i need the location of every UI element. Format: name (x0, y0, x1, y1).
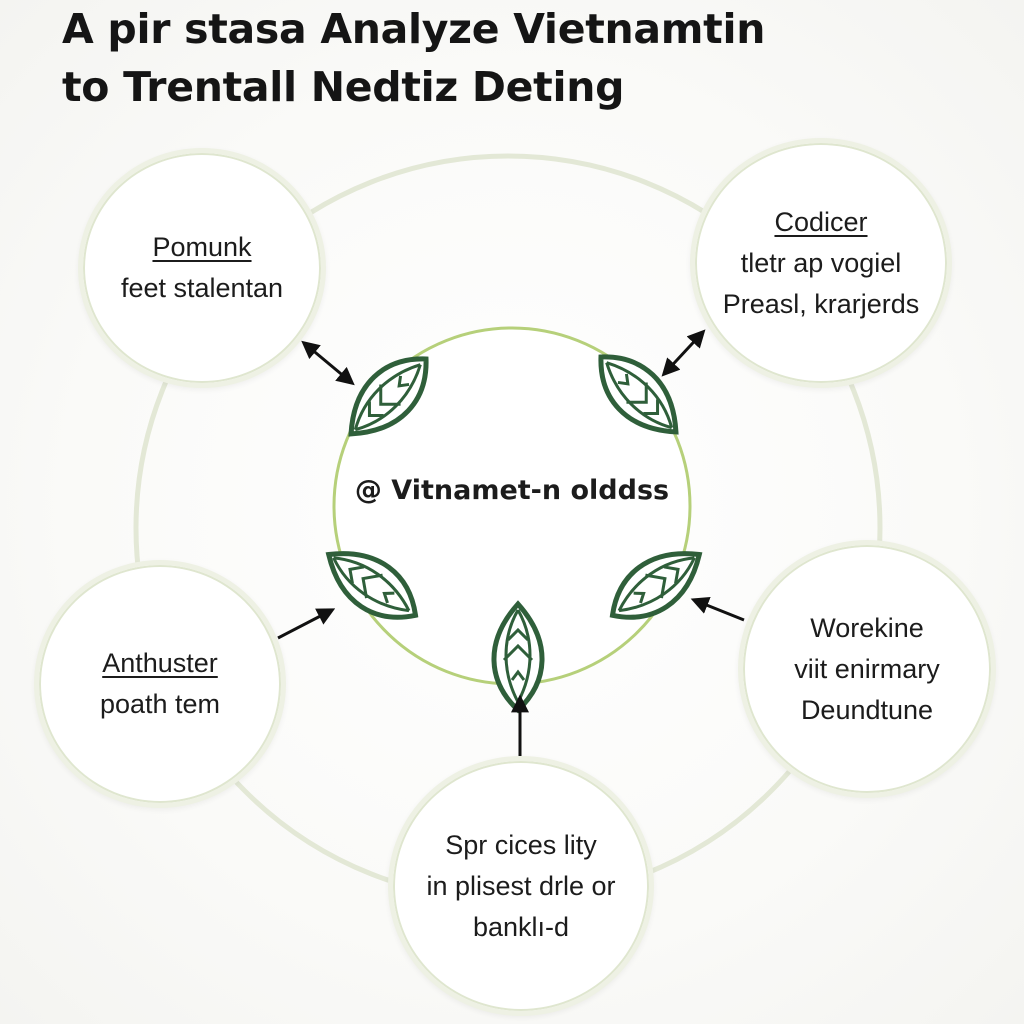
node-line: in plisest drle or (426, 870, 616, 901)
arrow-icon (690, 596, 745, 622)
node-heading: Codicer (774, 206, 868, 237)
node-line: poath tem (99, 689, 221, 719)
node-line: Deundtune (800, 694, 934, 725)
node-line: Spr cices lity (445, 829, 597, 860)
node-heading: Anthuster (102, 648, 218, 678)
node-line: Preasl, krarjerds (722, 288, 920, 319)
title-line-1: A pir stasa Analyze Vietnamtin (62, 5, 766, 53)
node-top-left: Pomunk feet stalentan (78, 148, 326, 388)
node-line: tletr ap vogiel (740, 247, 902, 278)
node-heading: Pomunk (152, 232, 252, 262)
arrow-icon (277, 608, 336, 640)
node-right: Worekine viit enirmary Deundtune (738, 540, 996, 798)
title-line-2: to Trentall Nedtiz Deting (62, 63, 625, 111)
double-arrow-icon (661, 329, 706, 377)
node-bottom: Spr cices lity in plisest drle or banklı… (388, 756, 654, 1016)
node-line: Worekine (810, 612, 924, 643)
node-line: banklı-d (472, 911, 570, 942)
node-line: viit enirmary (794, 653, 940, 684)
page-title: A pir stasa Analyze Vietnamtin to Trenta… (62, 0, 1002, 116)
node-left: Anthuster poath tem (34, 560, 286, 808)
center-label: @ Vitnamet-n olddss (354, 475, 670, 506)
double-arrow-icon (301, 340, 355, 386)
node-line: feet stalentan (120, 273, 284, 303)
node-top-right: Codicer tletr ap vogiel Preasl, krarjerd… (690, 138, 952, 388)
